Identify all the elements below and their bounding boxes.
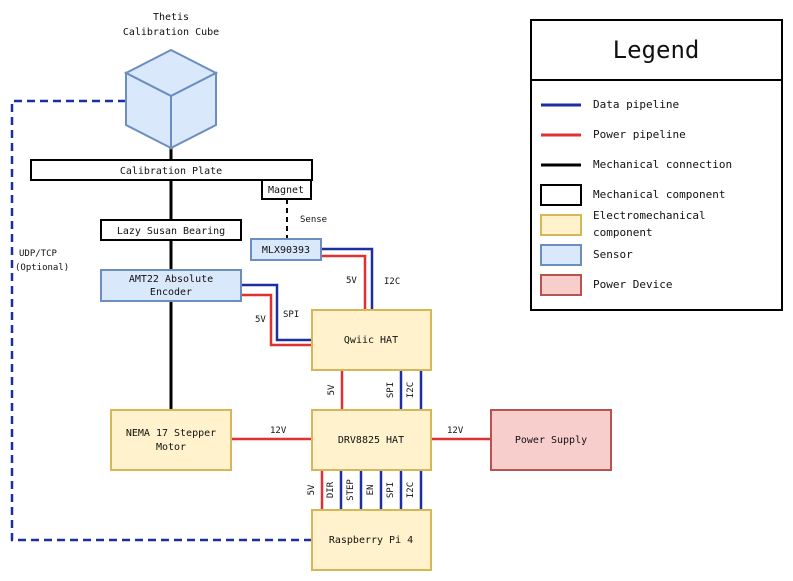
legend-power-label: Power pipeline (593, 128, 686, 141)
power-supply-box (490, 409, 612, 471)
mlx90393-box (250, 238, 322, 261)
legend-sensor-label: Sensor (593, 248, 633, 261)
rpi-step-label: STEP (346, 479, 356, 501)
legend-electro-label-line-1: Electromechanical (593, 209, 706, 222)
rpi-5v-label: 5V (307, 484, 317, 495)
mlx-i2c-link (321, 247, 374, 310)
legend-electro-label-line-2: component (593, 226, 653, 239)
lazy-susan-label: Lazy Susan Bearing (117, 226, 225, 237)
sense-label: Sense (300, 215, 327, 225)
qd-i2c-label: I2C (406, 382, 416, 398)
amt22-label-line-2: Encoder (150, 287, 192, 298)
udp-label-line-2: (Optional) (15, 263, 69, 273)
enc-spi-link (241, 283, 312, 342)
calibration-plate-label: Calibration Plate (120, 166, 222, 177)
legend-power-device-label: Power Device (593, 278, 672, 291)
qwiic-hat-box (311, 309, 432, 371)
nema17-label-line-2: Motor (156, 442, 186, 453)
cube-title-line-1: Thetis (153, 12, 189, 23)
enc-spi-label: SPI (283, 310, 299, 320)
legend-sensor-swatch (540, 244, 582, 266)
magnet-box (261, 179, 312, 200)
qwiic-hat-label: Qwiic HAT (344, 335, 398, 346)
amt22-label-line-1: AMT22 Absolute (129, 274, 213, 285)
mlx-5v-label: 5V (346, 276, 357, 286)
legend-title: Legend (613, 36, 700, 64)
legend: Legend Data pipeline Power pipeline Mech… (530, 19, 783, 311)
legend-mech-comp-swatch (540, 184, 582, 206)
enc-5v-link (241, 293, 312, 347)
cube-title-line-2: Calibration Cube (123, 27, 219, 38)
mlx-i2c-label: I2C (384, 277, 400, 287)
calibration-cube-icon (123, 48, 219, 150)
ps-12v-label: 12V (447, 426, 464, 436)
udp-label-line-1: UDP/TCP (19, 249, 58, 259)
amt22-encoder-box (100, 269, 242, 302)
nema17-label-line-1: NEMA 17 Stepper (126, 428, 216, 439)
rpi-en-label: EN (366, 485, 376, 496)
mlx90393-label: MLX90393 (262, 245, 310, 256)
rpi-i2c-label: I2C (406, 482, 416, 498)
drv8825-hat-label: DRV8825 HAT (338, 435, 404, 446)
rpi-dir-label: DIR (326, 481, 336, 498)
legend-electro-swatch (540, 214, 582, 236)
motor-12v-label: 12V (270, 426, 287, 436)
legend-mech-comp-label: Mechanical component (593, 188, 725, 201)
legend-mech-conn-label: Mechanical connection (593, 158, 732, 171)
drv8825-hat-box (311, 409, 432, 471)
legend-data-label: Data pipeline (593, 98, 679, 111)
nema17-motor-box (110, 409, 232, 471)
enc-5v-label: 5V (255, 315, 266, 325)
qd-5v-label: 5V (327, 384, 337, 395)
mlx-5v-link (321, 254, 367, 310)
qd-spi-label: SPI (386, 382, 396, 398)
raspberry-pi-label: Raspberry Pi 4 (329, 535, 413, 546)
legend-power-device-swatch (540, 274, 582, 296)
power-supply-label: Power Supply (515, 435, 587, 446)
calibration-plate-box (30, 159, 313, 181)
magnet-label: Magnet (268, 185, 304, 196)
rpi-spi-label: SPI (386, 482, 396, 498)
lazy-susan-box (100, 219, 242, 241)
udp-dashed-link (10, 99, 312, 542)
raspberry-pi-box (311, 509, 432, 571)
